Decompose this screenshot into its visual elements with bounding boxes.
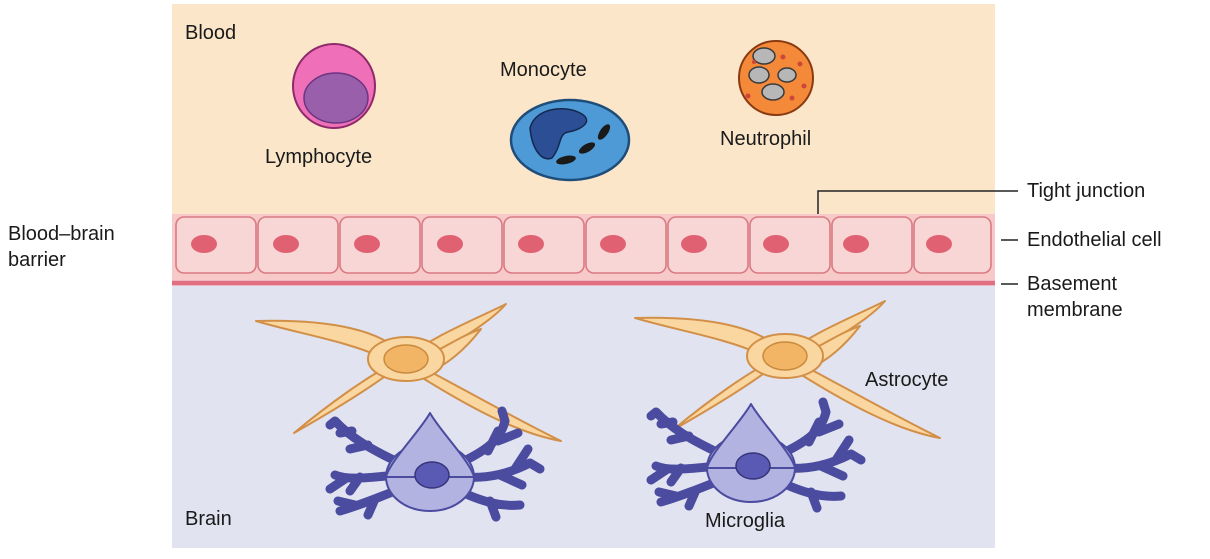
endothelial-nucleus: [273, 235, 299, 253]
tight-junction-label: Tight junction: [1027, 180, 1146, 202]
endothelial-nucleus: [518, 235, 544, 253]
brain-region-label: Brain: [185, 508, 232, 530]
astrocyte-cell: [255, 303, 562, 442]
endothelial-nucleus: [191, 235, 217, 253]
blood-region-label: Blood: [185, 22, 237, 44]
endothelial-cell-label: Endothelial cell: [1027, 229, 1162, 251]
endothelial-nucleus: [681, 235, 707, 253]
basement-membrane-label-line1: Basement: [1027, 273, 1118, 295]
monocyte-label: Monocyte: [500, 59, 587, 81]
astrocyte-label: Astrocyte: [865, 369, 949, 391]
endothelial-cell: [749, 216, 831, 274]
monocyte-cell: [509, 98, 631, 182]
endothelial-cell: [339, 216, 421, 274]
endothelial-nucleus: [843, 235, 869, 253]
microglia-cell: [330, 411, 540, 517]
endothelial-cell: [503, 216, 585, 274]
neutrophil-label: Neutrophil: [720, 128, 812, 150]
endothelial-nuclei: [191, 235, 952, 253]
endothelial-nucleus: [763, 235, 789, 253]
endothelial-cell: [831, 216, 913, 274]
endothelial-nucleus: [926, 235, 952, 253]
microglia-label: Microglia: [705, 510, 786, 532]
blood-brain-barrier-label-line1: Blood–brain: [8, 223, 115, 245]
tight-junction-leader: [817, 190, 1018, 214]
endothelial-cell: [667, 216, 749, 274]
astrocyte-cell: [634, 300, 941, 439]
lymphocyte-label: Lymphocyte: [265, 146, 373, 168]
lymphocyte-cell: [292, 43, 376, 129]
endothelial-nucleus: [354, 235, 380, 253]
callout-lines: [817, 190, 1018, 285]
microglia-cell: [651, 402, 861, 508]
endothelial-cell: [913, 216, 992, 274]
endothelial-nucleus: [600, 235, 626, 253]
endothelial-cell: [585, 216, 667, 274]
blood-brain-barrier-label-line2: barrier: [8, 249, 66, 271]
neutrophil-cell: [738, 40, 814, 116]
endothelial-nucleus: [437, 235, 463, 253]
basement-membrane-label-line2: membrane: [1027, 299, 1123, 321]
